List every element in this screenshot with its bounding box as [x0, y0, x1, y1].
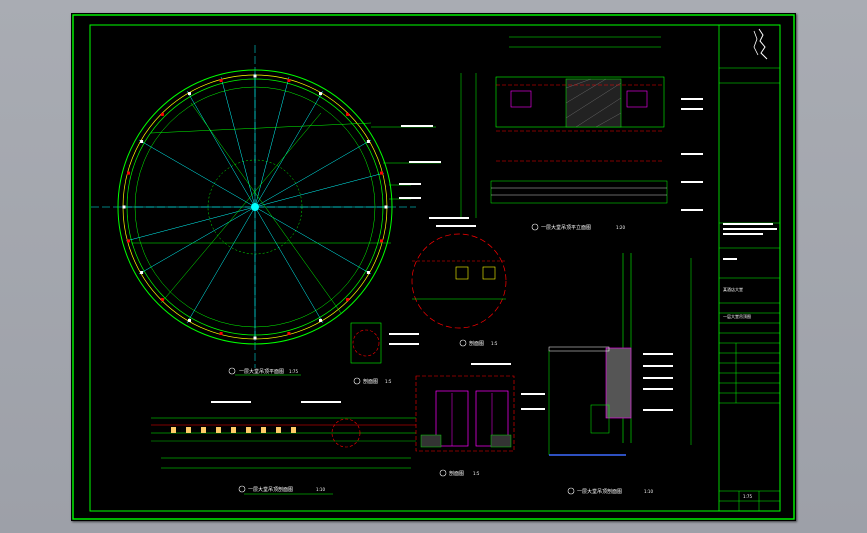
ring-tick: [219, 79, 223, 82]
detail-2-scale: 1:5: [385, 379, 392, 384]
section-c-scale: 1:10: [316, 487, 325, 492]
plan-scale: 1:75: [289, 369, 298, 374]
drawing-canvas[interactable]: 一层大堂吊顶平面图 1:75: [71, 13, 796, 521]
ring-tick: [319, 318, 322, 322]
ring-tick: [380, 171, 383, 175]
detail-callout: 剖面图 1:5: [411, 217, 507, 347]
ring-tick: [319, 92, 322, 96]
detail-3-scale: 1:5: [473, 471, 480, 476]
ring-tick: [188, 318, 191, 322]
ring-tick: [346, 112, 350, 116]
outer-border: [72, 14, 795, 520]
ring-tick: [253, 74, 257, 78]
ring-tick: [160, 112, 164, 116]
ring-tick: [253, 336, 257, 340]
beam-block: [291, 427, 296, 433]
ring-tick: [366, 140, 370, 143]
ring-tick: [160, 298, 164, 302]
drawing-scale: 1:75: [743, 494, 752, 499]
beam-block: [186, 427, 191, 433]
detail-1-scale: 1:5: [491, 341, 498, 346]
section-b-scale: 1:10: [644, 489, 653, 494]
ceiling-plan: 一层大堂吊顶平面图 1:75: [91, 45, 441, 376]
beam-block: [171, 427, 176, 433]
beam-block: [201, 427, 206, 433]
ring-tick: [140, 140, 144, 143]
ring-tick: [140, 271, 144, 274]
ring-tick: [384, 205, 388, 209]
section-a-title: 一层大堂吊顶平立面图: [541, 224, 591, 231]
detail-3-title: 剖面图: [449, 470, 464, 477]
beam-block: [276, 427, 281, 433]
detail-door: 剖面图 1:5: [415, 363, 545, 477]
beam-block: [261, 427, 266, 433]
beam-block: [231, 427, 236, 433]
beam-block: [246, 427, 251, 433]
drawing-name: 一层大堂吊顶图: [723, 313, 751, 319]
ring-tick: [219, 332, 223, 335]
section-c-title: 一层大堂吊顶剖面图: [248, 486, 293, 493]
ring-tick: [366, 271, 370, 274]
ring-tick: [122, 205, 126, 209]
ring-tick: [287, 79, 291, 82]
detail-small: 剖面图 1:5: [350, 322, 419, 385]
section-b: 一层大堂吊顶剖面图 1:10: [548, 253, 692, 495]
ring-tick: [127, 239, 130, 243]
beam-block: [216, 427, 221, 433]
drawing-sheet: 一层大堂吊顶平面图 1:75: [71, 13, 796, 521]
project-name: 某酒店大堂: [723, 286, 743, 292]
ring-tick: [188, 92, 191, 96]
section-b-title: 一层大堂吊顶剖面图: [577, 488, 622, 495]
ring-tick: [287, 332, 291, 335]
detail-2-title: 剖面图: [363, 378, 378, 385]
ring-tick: [127, 171, 130, 175]
section-a: 一层大堂吊顶平立面图 1:20: [460, 36, 703, 231]
ring-tick: [346, 298, 350, 302]
logo-mark: [758, 28, 768, 60]
title-block: 某酒店大堂 一层大堂吊顶图 1:75: [718, 25, 780, 511]
plan-title: 一层大堂吊顶平面图: [239, 368, 284, 375]
ring-tick: [380, 239, 383, 243]
section-c: 一层大堂吊顶剖面图 1:10: [151, 401, 416, 495]
inner-border: [89, 24, 781, 512]
section-a-scale: 1:20: [616, 225, 625, 230]
detail-1-title: 剖面图: [469, 340, 484, 347]
